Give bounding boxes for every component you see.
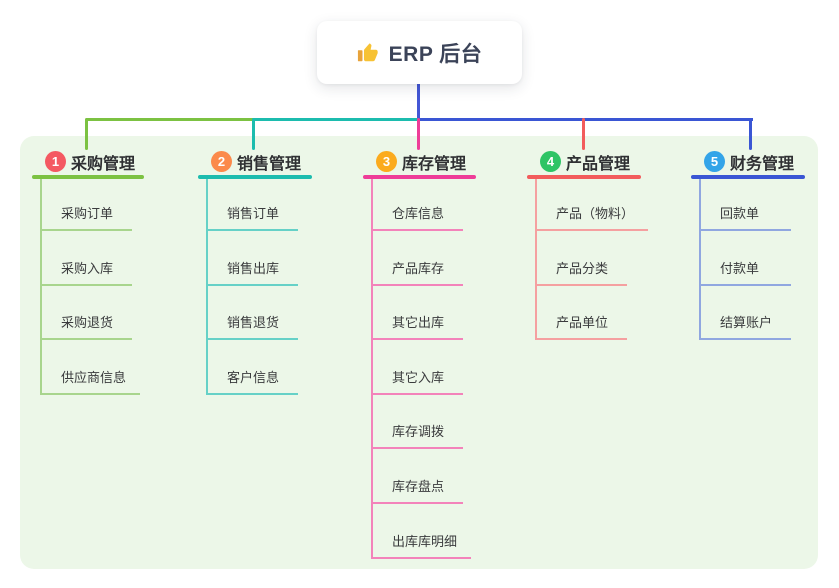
branch-drop-line: [417, 118, 420, 150]
connector-bus-segment: [86, 118, 255, 121]
root-title: ERP 后台: [388, 42, 483, 66]
branch-drop-line: [749, 118, 752, 150]
child-node[interactable]: 采购订单: [40, 204, 132, 231]
branch-underline: [32, 175, 144, 179]
connector-bus-segment: [418, 118, 753, 121]
thumbs-up-icon: [357, 42, 379, 64]
branches-panel: [20, 136, 818, 569]
branch-underline: [527, 175, 641, 179]
child-connector-line: [206, 179, 208, 395]
child-node[interactable]: 付款单: [699, 259, 791, 286]
root-node[interactable]: ERP 后台: [317, 21, 522, 84]
child-node[interactable]: 仓库信息: [371, 204, 463, 231]
branch-underline: [198, 175, 312, 179]
child-node[interactable]: 采购退货: [40, 313, 132, 340]
branch-3-number-badge: 3: [376, 151, 397, 172]
child-node[interactable]: 供应商信息: [40, 368, 141, 395]
branch-2-header[interactable]: 销售管理: [237, 156, 302, 173]
branch-drop-line: [85, 118, 88, 150]
branch-3-header[interactable]: 库存管理: [402, 156, 467, 173]
child-node[interactable]: 产品分类: [535, 259, 627, 286]
child-node[interactable]: 客户信息: [206, 368, 298, 395]
branch-4-number-badge: 4: [540, 151, 561, 172]
branch-underline: [691, 175, 805, 179]
child-connector-line: [371, 179, 373, 559]
child-connector-line: [699, 179, 701, 340]
branch-drop-line: [582, 118, 585, 150]
child-node[interactable]: 销售出库: [206, 259, 298, 286]
child-node[interactable]: 销售退货: [206, 313, 298, 340]
child-node[interactable]: 其它入库: [371, 368, 463, 395]
child-node[interactable]: 采购入库: [40, 259, 132, 286]
child-node[interactable]: 结算账户: [699, 313, 791, 340]
child-connector-line: [535, 179, 537, 340]
branch-drop-line: [252, 118, 255, 150]
child-node[interactable]: 回款单: [699, 204, 791, 231]
branch-2-number-badge: 2: [211, 151, 232, 172]
child-node[interactable]: 产品单位: [535, 313, 627, 340]
root-connector-line: [417, 84, 420, 121]
child-node[interactable]: 产品库存: [371, 259, 463, 286]
branch-1-header[interactable]: 采购管理: [71, 156, 136, 173]
child-node[interactable]: 其它出库: [371, 313, 463, 340]
child-node[interactable]: 库存盘点: [371, 477, 463, 504]
child-node[interactable]: 销售订单: [206, 204, 298, 231]
branch-5-number-badge: 5: [704, 151, 725, 172]
child-node[interactable]: 出库库明细: [371, 532, 472, 559]
child-node[interactable]: 库存调拨: [371, 422, 463, 449]
child-connector-line: [40, 179, 42, 395]
connector-bus-segment: [253, 118, 420, 121]
child-node[interactable]: 产品（物料）: [535, 204, 649, 231]
branch-1-number-badge: 1: [45, 151, 66, 172]
branch-4-header[interactable]: 产品管理: [566, 156, 631, 173]
branch-5-header[interactable]: 财务管理: [730, 156, 795, 173]
branch-underline: [363, 175, 476, 179]
